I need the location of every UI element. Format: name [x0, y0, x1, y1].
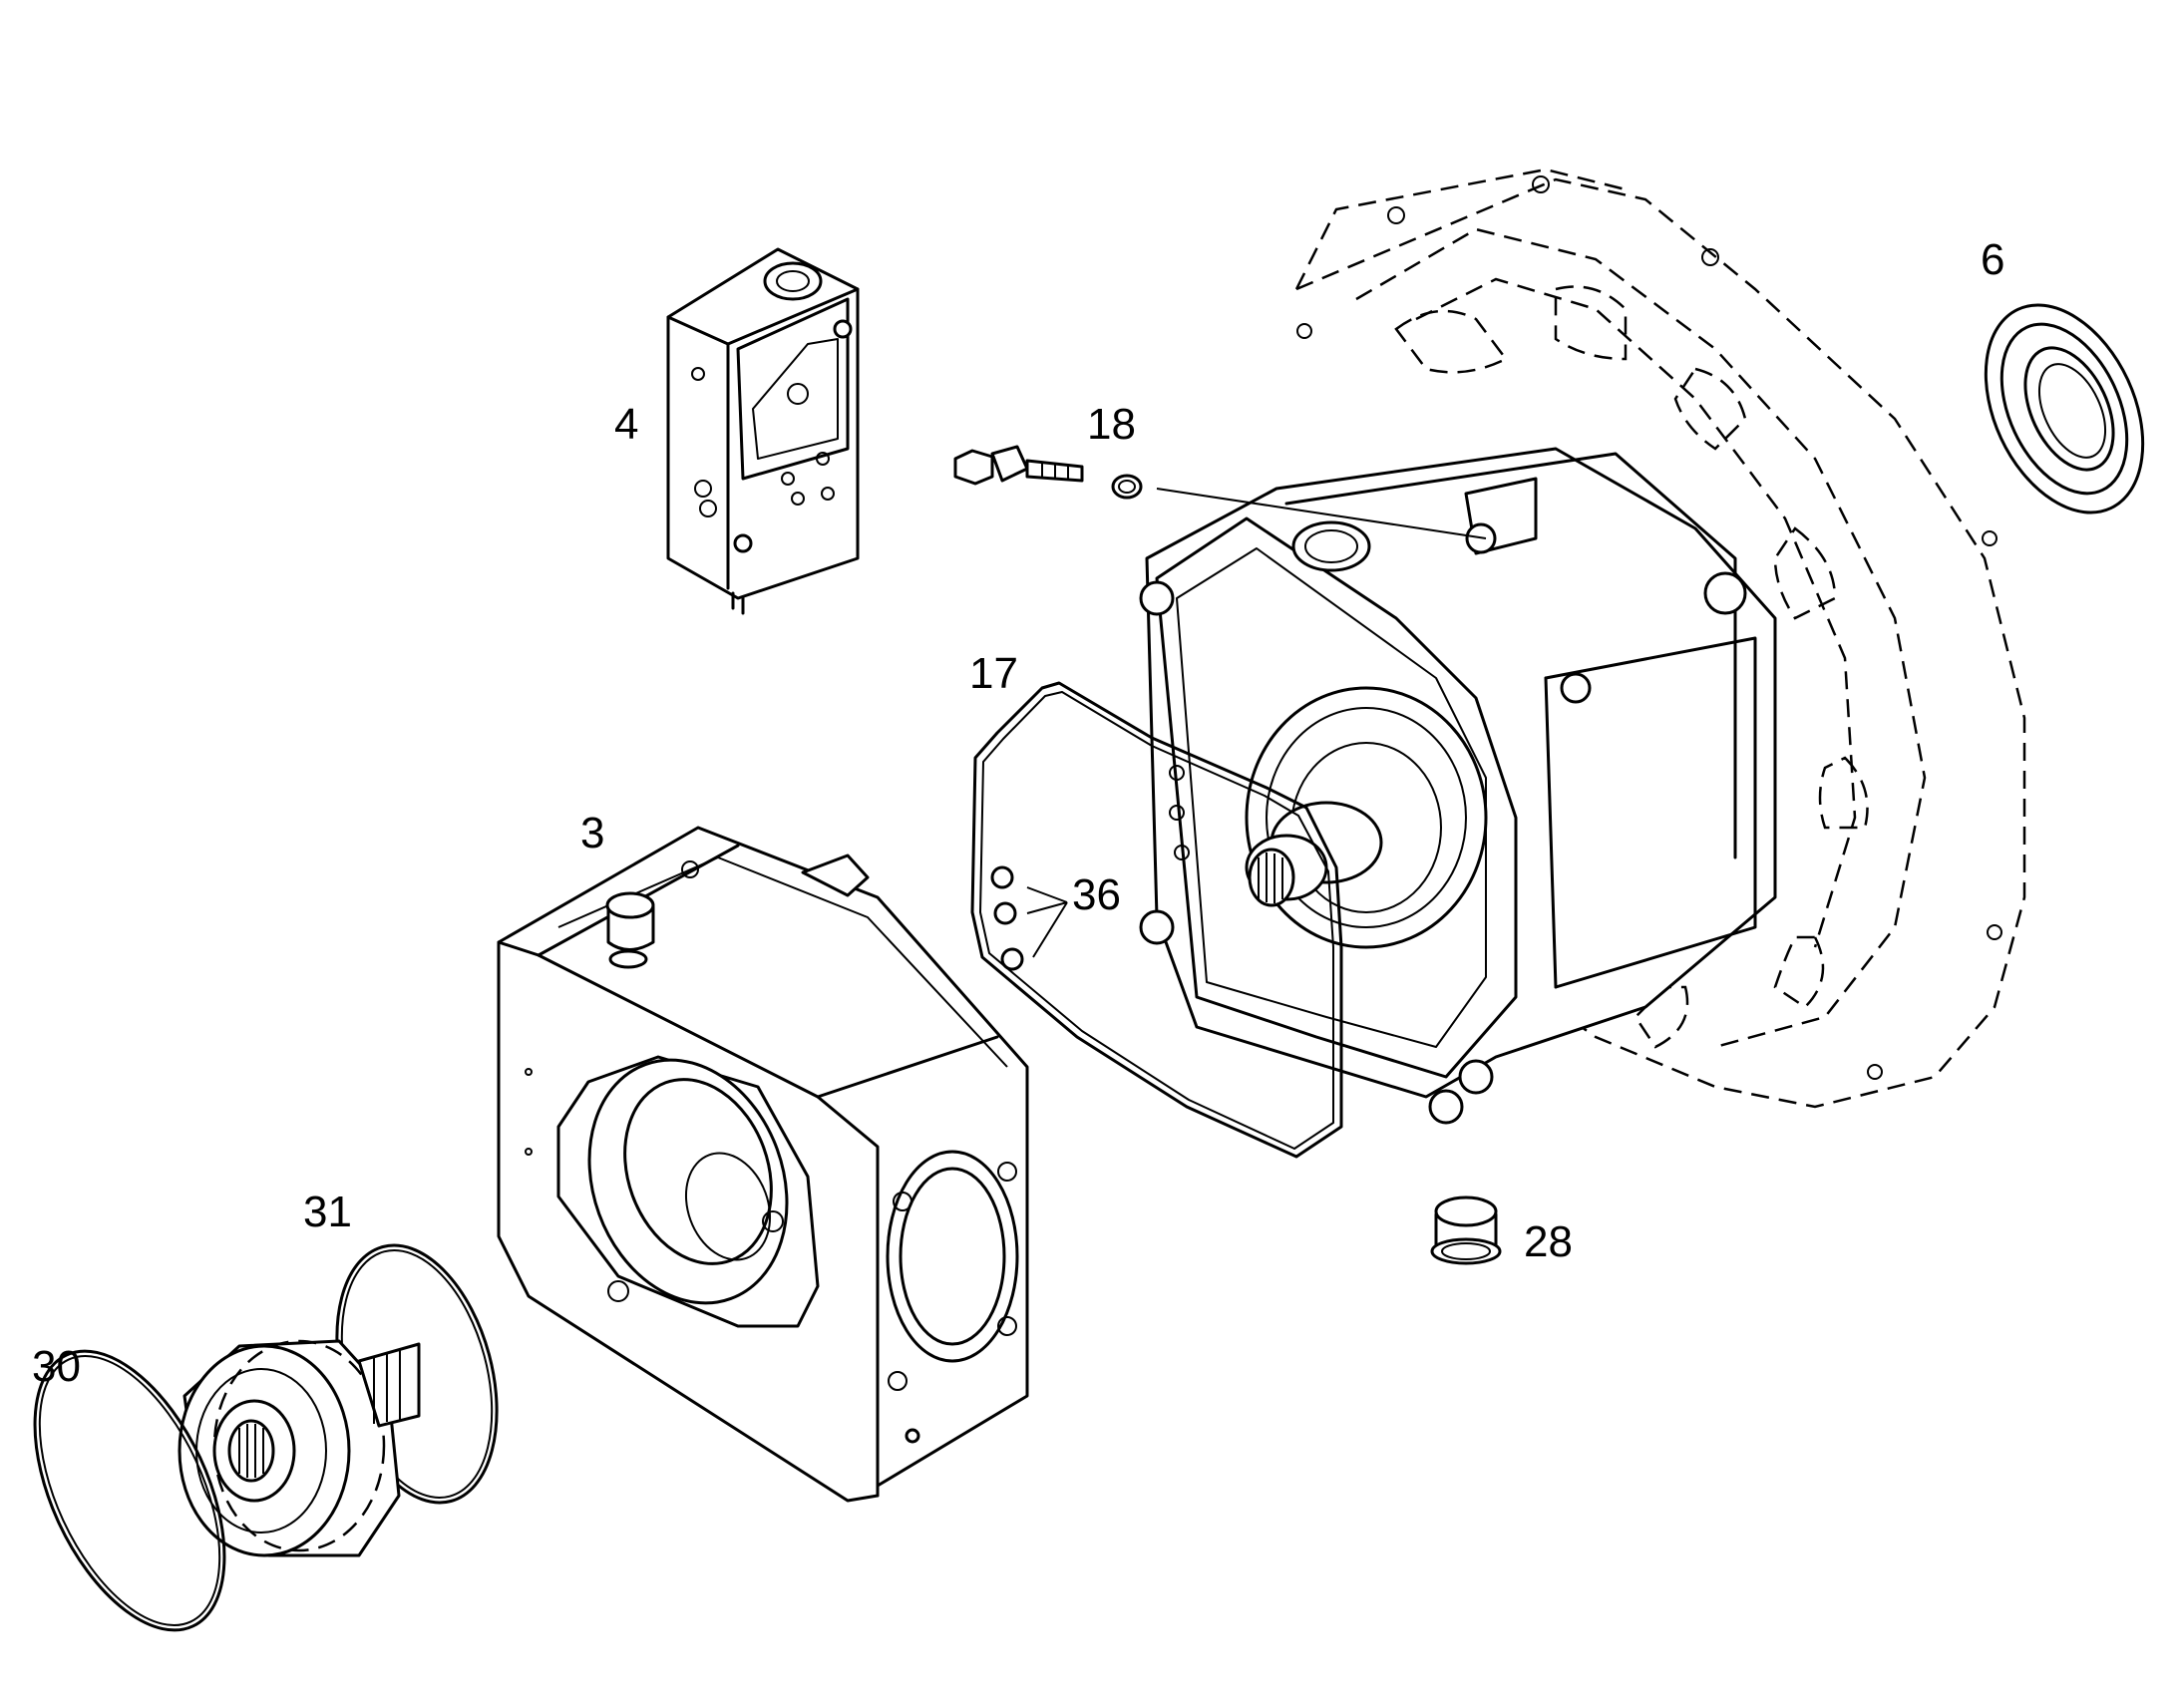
callout-30: 30 — [32, 1342, 81, 1391]
callout-3: 3 — [580, 809, 604, 857]
o-ring-part-30 — [33, 1349, 226, 1632]
callout-18: 18 — [1087, 400, 1136, 449]
callout-28: 28 — [1524, 1217, 1573, 1266]
callout-31: 31 — [303, 1188, 352, 1236]
callout-36: 36 — [1072, 870, 1121, 919]
callout-6: 6 — [1981, 235, 2004, 284]
shaft-seal-part-6 — [1984, 303, 2145, 514]
callout-4: 4 — [614, 400, 638, 449]
fitting-bolt-part-18 — [953, 445, 1487, 539]
plug-part-28 — [1430, 1196, 1502, 1265]
gear-cartridge — [178, 1339, 421, 1557]
control-valve-part-4 — [666, 247, 860, 615]
housing-gasket-part-17 — [970, 681, 1343, 1159]
end-housing-part-3 — [497, 826, 1029, 1503]
callout-17: 17 — [969, 649, 1018, 698]
pump-housing-assembly — [1139, 168, 2026, 1125]
